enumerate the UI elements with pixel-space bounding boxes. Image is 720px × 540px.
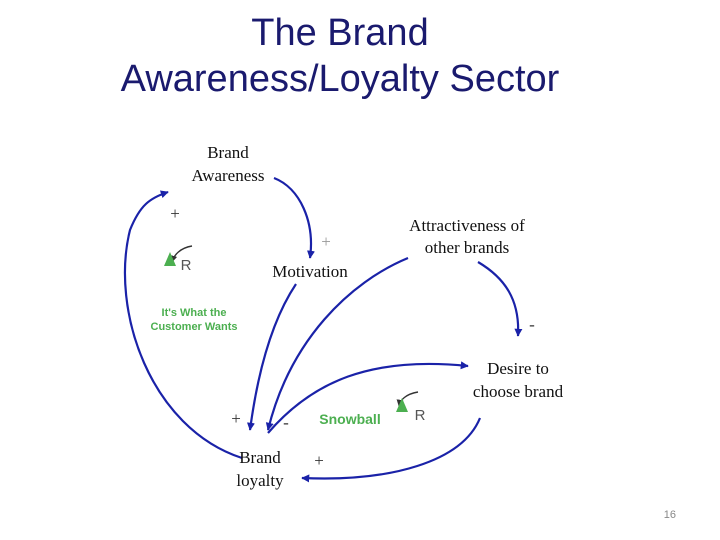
node-desire-line1: Desire to [487, 359, 549, 378]
link-awareness-to-motivation [273, 176, 315, 259]
link-loyalty-to-desire [267, 361, 469, 434]
node-brand-loyalty-line1: Brand [239, 448, 281, 467]
link-desire-to-loyalty [301, 417, 482, 483]
title-line-2: Awareness/Loyalty Sector [120, 58, 560, 100]
polarity-desire-to-loyalty: + [314, 451, 324, 470]
polarity-loyalty-to-awareness: + [170, 204, 180, 223]
title-line-1: The Brand [251, 12, 429, 54]
slide-title: The Brand Awareness/Loyalty Sector [40, 10, 640, 102]
loop-snowball: Snowball R [319, 391, 426, 427]
loop-customer-wants-label-line1: It's What the [162, 307, 227, 319]
link-attractiveness-to-loyalty [265, 256, 409, 431]
polarity-awareness-to-motivation: + [321, 232, 331, 251]
node-attractiveness-line1: Attractiveness of [409, 216, 525, 235]
link-motivation-to-loyalty [246, 283, 297, 431]
node-brand-awareness-line2: Awareness [191, 166, 264, 185]
loop-indicator-icon [164, 252, 176, 266]
node-brand-loyalty-line2: loyalty [236, 471, 284, 490]
loop-indicator-icon [396, 398, 408, 412]
link-attractiveness-to-desire [477, 261, 523, 337]
node-attractiveness-line2: other brands [425, 238, 510, 257]
loop-snowball-type: R [415, 407, 426, 424]
node-desire-line2: choose brand [473, 382, 564, 401]
loop-customer-wants-label-line2: Customer Wants [151, 321, 238, 333]
node-motivation: Motivation [272, 262, 348, 281]
link-loyalty-to-awareness [123, 190, 243, 460]
polarity-motivation-to-loyalty: + [231, 409, 241, 428]
loop-customer-wants-type: R [181, 257, 192, 274]
polarity-attractiveness-to-desire: - [529, 315, 535, 334]
polarity-attractiveness-to-loyalty: - [283, 413, 289, 432]
loop-snowball-label: Snowball [319, 411, 380, 427]
loop-customer-wants: R It's What the Customer Wants [151, 245, 238, 333]
node-brand-awareness-line1: Brand [207, 143, 249, 162]
page-number: 16 [664, 509, 676, 521]
